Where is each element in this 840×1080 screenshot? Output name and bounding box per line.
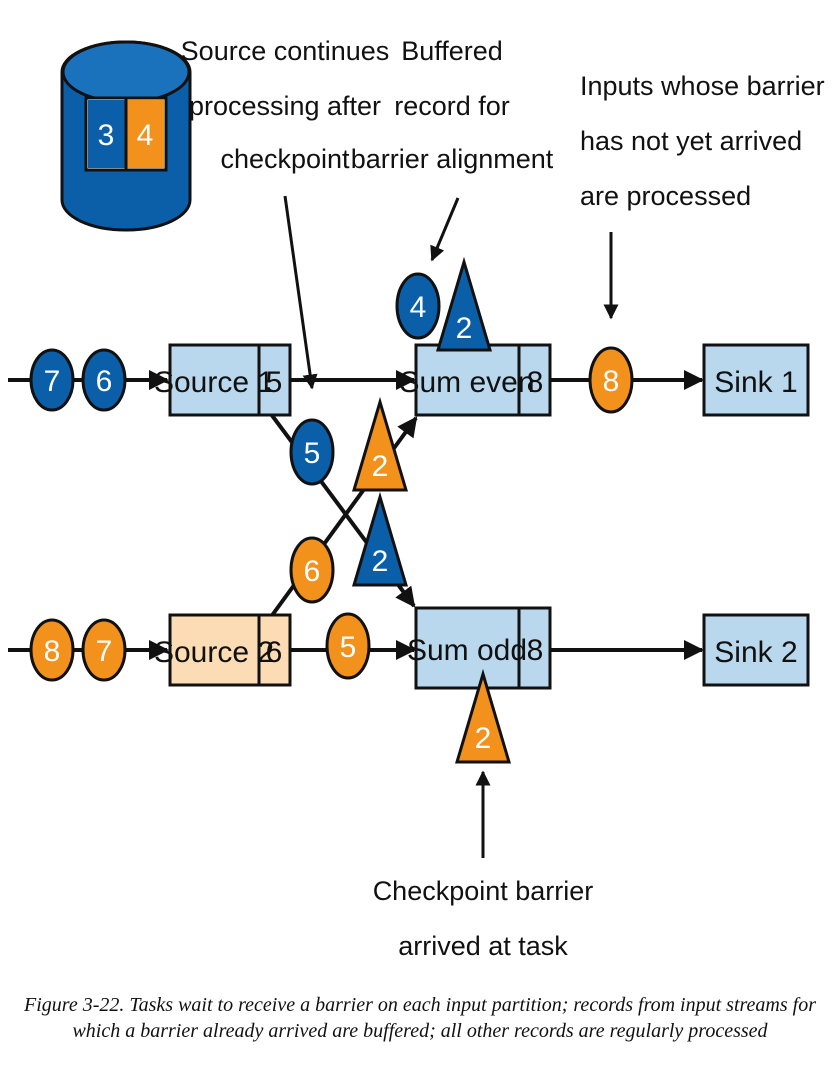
task-state: 8 (527, 366, 544, 399)
annotation-checkpoint-arrived: Checkpoint barrier arrived at task (373, 876, 594, 961)
task-state: 8 (527, 634, 544, 667)
task-label: Source 1 (154, 366, 274, 399)
record-input2-8: 8 (29, 618, 75, 682)
snapshot-value-2: 4 (137, 119, 154, 152)
svg-text:processing after: processing after (189, 91, 381, 121)
record-input1-6: 6 (81, 348, 127, 412)
task-sum-even: Sum even 8 (399, 343, 552, 417)
svg-text:8: 8 (44, 635, 61, 668)
figure-caption: Figure 3-22. Tasks wait to receive a bar… (24, 994, 816, 1042)
barrier-top-blue: 2 (435, 256, 493, 352)
svg-text:Checkpoint barrier: Checkpoint barrier (373, 876, 594, 906)
record-cross-blue-5: 5 (289, 418, 335, 486)
barrier-cross-orange: 2 (351, 396, 409, 492)
annotation-buffered-record: Buffered record for barrier alignment (351, 36, 554, 174)
svg-text:2: 2 (475, 722, 492, 755)
task-sum-odd: Sum odd 8 (407, 606, 552, 690)
svg-text:7: 7 (44, 365, 61, 398)
svg-text:Inputs whose barrier: Inputs whose barrier (580, 71, 825, 101)
task-state: 6 (266, 636, 283, 669)
svg-text:barrier alignment: barrier alignment (351, 144, 554, 174)
task-label: Sink 2 (714, 636, 797, 669)
task-sink-1: Sink 1 (702, 343, 810, 417)
record-sink1-8: 8 (588, 346, 634, 414)
svg-text:5: 5 (304, 437, 321, 470)
svg-text:2: 2 (372, 450, 389, 483)
record-input1-7: 7 (29, 348, 75, 412)
svg-text:6: 6 (96, 365, 113, 398)
svg-text:7: 7 (96, 635, 113, 668)
record-source2-5: 5 (325, 612, 371, 680)
task-label: Sum odd (407, 634, 527, 667)
pointer-arrow-source-continues (283, 195, 318, 390)
svg-text:record for: record for (394, 91, 510, 121)
svg-text:4: 4 (410, 291, 427, 324)
task-source-1: Source 1 5 (154, 343, 292, 417)
record-buffered-4: 4 (395, 272, 441, 340)
svg-text:8: 8 (603, 365, 620, 398)
task-source-2: Source 2 6 (154, 613, 292, 687)
svg-text:arrived at task: arrived at task (398, 931, 568, 961)
task-label: Sum even (399, 366, 534, 399)
annotation-inputs-not-arrived: Inputs whose barrier has not yet arrived… (580, 71, 825, 211)
record-cross-orange-6: 6 (289, 536, 335, 604)
annotation-source-continues: Source continues processing after checkp… (181, 36, 390, 174)
task-label: Source 2 (154, 636, 274, 669)
record-input2-7: 7 (81, 618, 127, 682)
pointer-arrow-buffered (430, 197, 460, 262)
svg-text:Buffered: Buffered (401, 36, 503, 66)
svg-text:has not yet arrived: has not yet arrived (580, 126, 802, 156)
state-backend-icon: 3 4 (60, 40, 192, 232)
snapshot-value-1: 3 (98, 119, 115, 152)
svg-text:Source continues: Source continues (181, 36, 390, 66)
task-label: Sink 1 (714, 366, 797, 399)
svg-text:6: 6 (304, 555, 321, 588)
svg-text:5: 5 (340, 631, 357, 664)
barrier-sum-odd-orange: 2 (454, 668, 512, 764)
barrier-cross-blue: 2 (351, 491, 409, 587)
svg-text:2: 2 (456, 312, 473, 345)
task-state: 5 (266, 366, 283, 399)
checkpoint-diagram: 3 4 Source continues processing after ch… (8, 36, 825, 961)
task-sink-2: Sink 2 (702, 613, 810, 687)
svg-text:are processed: are processed (580, 181, 751, 211)
svg-text:checkpoint: checkpoint (220, 144, 350, 174)
svg-text:2: 2 (372, 545, 389, 578)
